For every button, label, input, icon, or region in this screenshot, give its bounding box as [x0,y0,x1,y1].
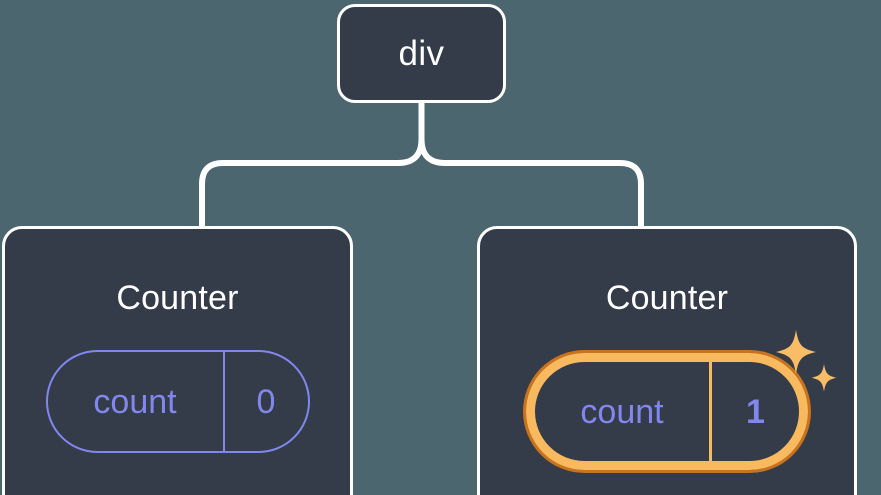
state-pill-left[interactable]: count 0 [45,350,310,453]
counter-title-left: Counter [116,279,239,317]
node-counter-right[interactable]: Counter count 1 [477,226,857,495]
node-root-div[interactable]: div [337,4,506,103]
counter-title-right: Counter [605,279,729,317]
state-value-left: 0 [222,352,308,451]
state-pill-right[interactable]: count 1 [526,353,808,470]
state-key-left: count [93,382,177,421]
state-pill-wrap-right: count 1 [480,330,854,473]
state-key-right: count [580,392,664,431]
root-label: div [398,34,445,73]
state-value-right: 1 [709,362,799,461]
node-counter-left[interactable]: Counter count 0 [2,226,353,495]
state-pill-wrap-left: count 0 [5,350,350,453]
state-pill-highlight-ring: count 1 [523,350,811,473]
sparkle-small-icon [811,364,837,392]
